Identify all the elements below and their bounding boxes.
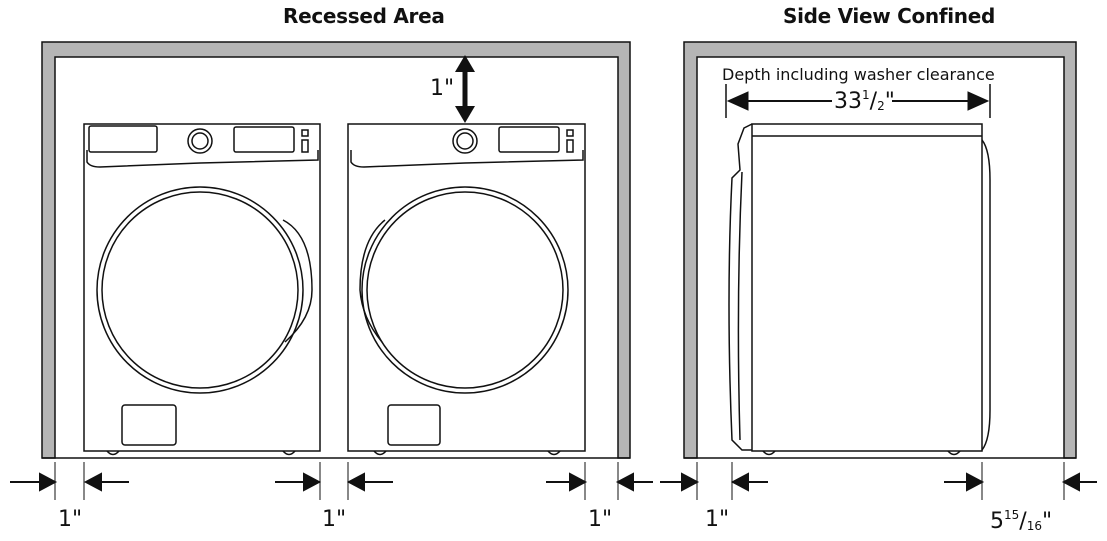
top-clearance-label: 1"	[430, 76, 455, 101]
dryer-side	[728, 123, 991, 456]
right-gap-label: 1"	[588, 507, 613, 532]
recessed-enclosure	[41, 41, 631, 459]
rear-inch-mark: "	[1041, 509, 1053, 534]
recessed-area-title: Recessed Area	[283, 4, 445, 28]
rear-whole: 5	[990, 509, 1004, 534]
depth-denominator: 2	[877, 99, 885, 113]
bottom-gap-arrows	[10, 472, 1097, 492]
middle-gap-label: 1"	[322, 507, 347, 532]
side-front-gap-label: 1"	[705, 507, 730, 532]
rear-numerator: 15	[1004, 508, 1020, 522]
rear-denominator: 16	[1026, 519, 1042, 533]
gap-extension-lines	[54, 462, 1065, 500]
depth-dimension	[725, 84, 991, 118]
depth-numerator: 1	[862, 88, 870, 102]
depth-value: 331/2"	[834, 89, 895, 113]
side-view-title: Side View Confined	[783, 4, 996, 28]
top-clearance-arrow	[455, 55, 475, 123]
depth-whole: 33	[834, 89, 862, 114]
rear-gap-label: 515/16"	[990, 509, 1052, 533]
dryer-front	[347, 123, 586, 456]
depth-inch-mark: "	[884, 89, 895, 114]
washer-front	[83, 123, 321, 456]
side-enclosure	[683, 41, 1077, 459]
left-gap-label: 1"	[58, 507, 83, 532]
depth-slash: /	[869, 89, 878, 114]
rear-slash: /	[1019, 509, 1027, 534]
depth-caption: Depth including washer clearance	[722, 65, 995, 84]
